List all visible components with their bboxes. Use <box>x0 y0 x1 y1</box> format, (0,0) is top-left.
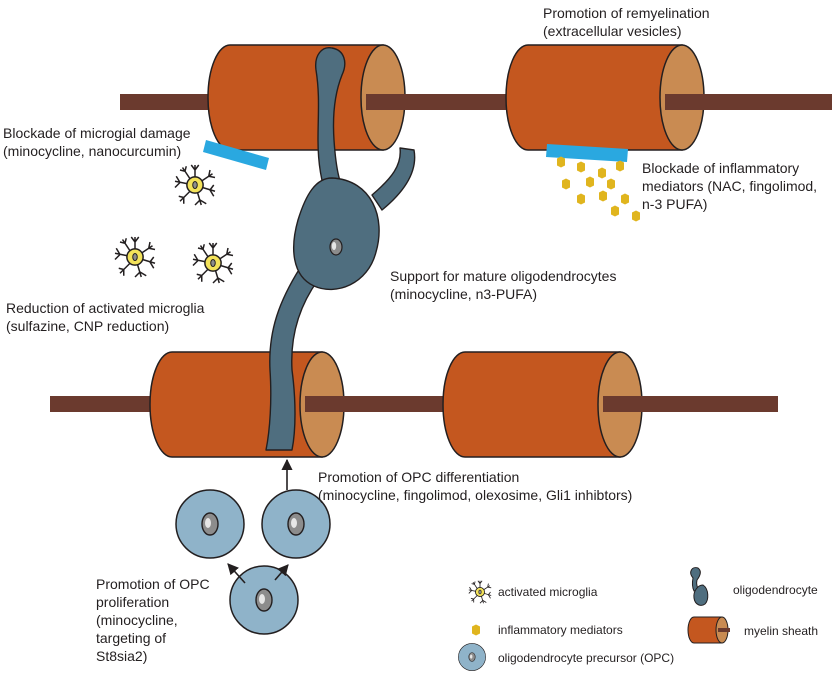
myelin-sheath-bottom-left <box>149 351 345 458</box>
arrow-proliferation-left <box>227 563 246 584</box>
legend-label-opc: oligodendrocyte precursor (OPC) <box>498 651 675 665</box>
legend-myelin-sheath-icon <box>687 616 730 644</box>
myelin-sheath-top-right <box>505 44 705 151</box>
blockade-bar-microglial <box>203 140 269 170</box>
opc-cell-bottom <box>229 565 299 635</box>
label-inflammatory-mediators: Blockade of inflammatory mediators (NAC,… <box>642 160 818 212</box>
label-activated-microglia: Reduction of activated microglia (sulfaz… <box>6 300 205 334</box>
blockade-bar-inflammatory <box>546 144 628 162</box>
legend-label-inflammatory-mediators: inflammatory mediators <box>498 623 623 637</box>
label-opc-differentiation: Promotion of OPC differentiation (minocy… <box>318 469 633 503</box>
legend-activated-microglia-icon <box>468 580 492 604</box>
label-microglial-damage: Blockade of microgial damage (minocyclin… <box>3 125 191 159</box>
oligodendrocyte-cell <box>265 47 416 451</box>
opc-cell-left <box>175 489 245 559</box>
legend-label-activated-microglia: activated microglia <box>498 585 598 599</box>
legend-oligodendrocyte-icon <box>690 567 709 606</box>
inflammatory-mediators-cluster <box>557 156 640 222</box>
activated-microglia-2 <box>114 236 156 278</box>
label-remyelination: Promotion of remyelination (extracellula… <box>543 5 710 39</box>
myelin-sheath-top-left <box>207 44 406 151</box>
legend-opc-icon <box>458 643 486 671</box>
activated-microglia-1 <box>174 164 216 206</box>
legend-label-myelin-sheath: myelin sheath <box>744 624 819 638</box>
legend-label-oligodendrocyte: oligodendrocyte <box>733 583 818 597</box>
legend-inflammatory-mediator-icon <box>472 624 480 636</box>
myelin-sheath-bottom-right <box>442 351 643 458</box>
label-opc-proliferation: Promotion of OPC proliferation (minocycl… <box>96 576 210 664</box>
arrow-proliferation-right <box>274 564 289 581</box>
label-mature-oligodendrocytes: Support for mature oligodendrocytes (min… <box>390 268 617 302</box>
activated-microglia-3 <box>192 242 234 284</box>
